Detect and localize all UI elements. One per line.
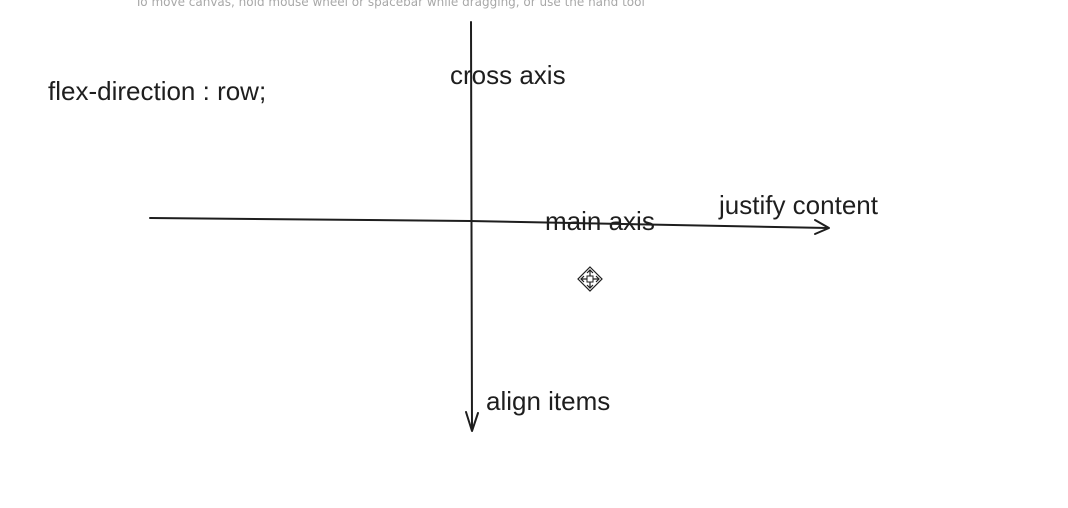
- main-axis-label[interactable]: main axis: [545, 206, 655, 236]
- cross-axis-line[interactable]: [470, 21, 473, 431]
- cross-axis-arrowhead: [465, 411, 479, 432]
- move-cursor-icon: [577, 266, 603, 292]
- canvas-hint: To move canvas, hold mouse wheel or spac…: [135, 0, 645, 9]
- align-items-label[interactable]: align items: [486, 386, 611, 416]
- justify-content-label[interactable]: justify content: [719, 190, 878, 220]
- cross-axis-label[interactable]: cross axis: [450, 60, 566, 90]
- flex-direction-label[interactable]: flex-direction : row;: [48, 76, 267, 106]
- main-axis-line[interactable]: [149, 217, 829, 229]
- main-axis-arrowhead: [814, 219, 830, 235]
